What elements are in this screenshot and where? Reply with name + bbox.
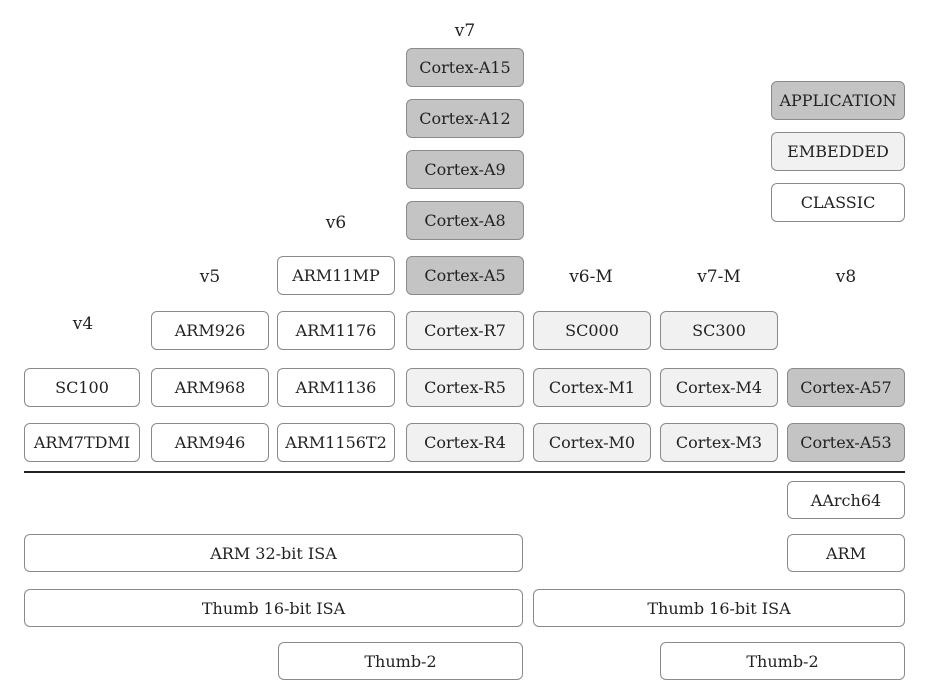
core-cortex-m3: Cortex-M3 (660, 423, 778, 462)
isa-arm-v8: ARM (787, 534, 905, 572)
version-label-v6: v6 (325, 213, 347, 233)
isa-thumb16-right: Thumb 16-bit ISA (533, 589, 905, 627)
core-arm1136: ARM1136 (277, 368, 395, 407)
core-cortex-a53: Cortex-A53 (787, 423, 905, 462)
legend-classic: CLASSIC (771, 183, 905, 222)
version-label-v4: v4 (72, 314, 94, 334)
legend-embedded: EMBEDDED (771, 132, 905, 171)
core-cortex-m1: Cortex-M1 (533, 368, 651, 407)
isa-thumb16-left: Thumb 16-bit ISA (24, 589, 523, 627)
isa-aarch64: AArch64 (787, 481, 905, 519)
core-cortex-m4: Cortex-M4 (660, 368, 778, 407)
core-cortex-r4: Cortex-R4 (406, 423, 524, 462)
core-cortex-a5: Cortex-A5 (406, 256, 524, 295)
isa-arm32: ARM 32-bit ISA (24, 534, 523, 572)
isa-thumb2-right: Thumb-2 (660, 642, 905, 680)
version-label-v7: v7 (454, 21, 476, 41)
version-label-v6m: v6-M (569, 267, 613, 287)
core-cortex-r7: Cortex-R7 (406, 311, 524, 350)
version-label-v8: v8 (835, 267, 857, 287)
core-sc300: SC300 (660, 311, 778, 350)
core-cortex-m0: Cortex-M0 (533, 423, 651, 462)
core-arm1176: ARM1176 (277, 311, 395, 350)
version-label-v5: v5 (199, 267, 221, 287)
core-arm968: ARM968 (151, 368, 269, 407)
separator-line (24, 471, 905, 473)
core-cortex-a57: Cortex-A57 (787, 368, 905, 407)
core-arm1156t2: ARM1156T2 (277, 423, 395, 462)
core-arm926: ARM926 (151, 311, 269, 350)
core-cortex-a15: Cortex-A15 (406, 48, 524, 87)
core-arm7tdmi: ARM7TDMI (24, 423, 140, 462)
core-cortex-a12: Cortex-A12 (406, 99, 524, 138)
core-cortex-a8: Cortex-A8 (406, 201, 524, 240)
legend-application: APPLICATION (771, 81, 905, 120)
core-sc100: SC100 (24, 368, 140, 407)
core-cortex-r5: Cortex-R5 (406, 368, 524, 407)
isa-thumb2-left: Thumb-2 (278, 642, 523, 680)
core-cortex-a9: Cortex-A9 (406, 150, 524, 189)
version-label-v7m: v7-M (697, 267, 741, 287)
core-sc000: SC000 (533, 311, 651, 350)
core-arm11mp: ARM11MP (277, 256, 395, 295)
core-arm946: ARM946 (151, 423, 269, 462)
